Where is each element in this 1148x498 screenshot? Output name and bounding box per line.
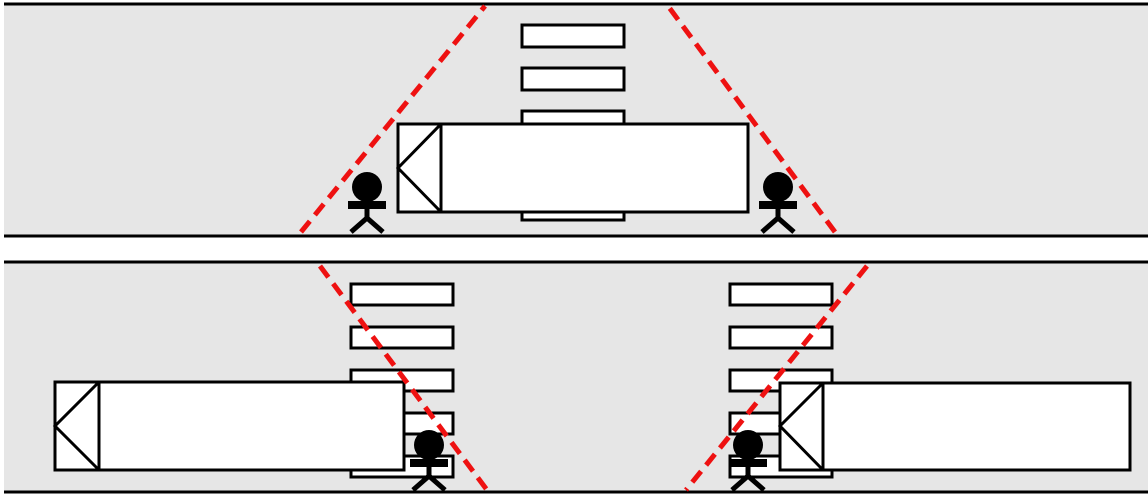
truck — [395, 122, 750, 214]
sight-line — [317, 264, 490, 492]
crosswalk-stripe — [520, 66, 626, 92]
truck-cab-chevron — [395, 122, 443, 214]
pedestrian — [729, 430, 767, 492]
crosswalk-stripe — [728, 282, 834, 307]
sight-line — [684, 264, 869, 492]
pedestrian — [348, 172, 386, 234]
pedestrian-legs — [349, 214, 385, 234]
pedestrian-head — [414, 430, 444, 460]
scene-bottom — [4, 260, 1148, 494]
truck-body — [53, 380, 406, 472]
pedestrian-legs — [730, 472, 766, 492]
pedestrian-legs — [411, 472, 447, 492]
pedestrian-head — [352, 172, 382, 202]
crosswalk-stripe — [349, 282, 455, 307]
truck-right — [777, 381, 1132, 472]
truck-left — [52, 380, 406, 472]
sight-line — [665, 4, 838, 234]
truck-cab-chevron — [777, 381, 825, 472]
pedestrian-head — [733, 430, 763, 460]
truck-body — [396, 122, 750, 214]
pedestrian — [759, 172, 797, 234]
pedestrian-legs — [760, 214, 796, 234]
scene-top — [4, 2, 1148, 238]
truck-body — [778, 381, 1132, 472]
crosswalk-stripe — [520, 23, 626, 49]
pedestrian-head — [763, 172, 793, 202]
pedestrian — [410, 430, 448, 492]
crosswalk-stripe — [728, 325, 834, 350]
truck-cab-chevron — [52, 380, 101, 472]
sight-line — [299, 4, 487, 234]
